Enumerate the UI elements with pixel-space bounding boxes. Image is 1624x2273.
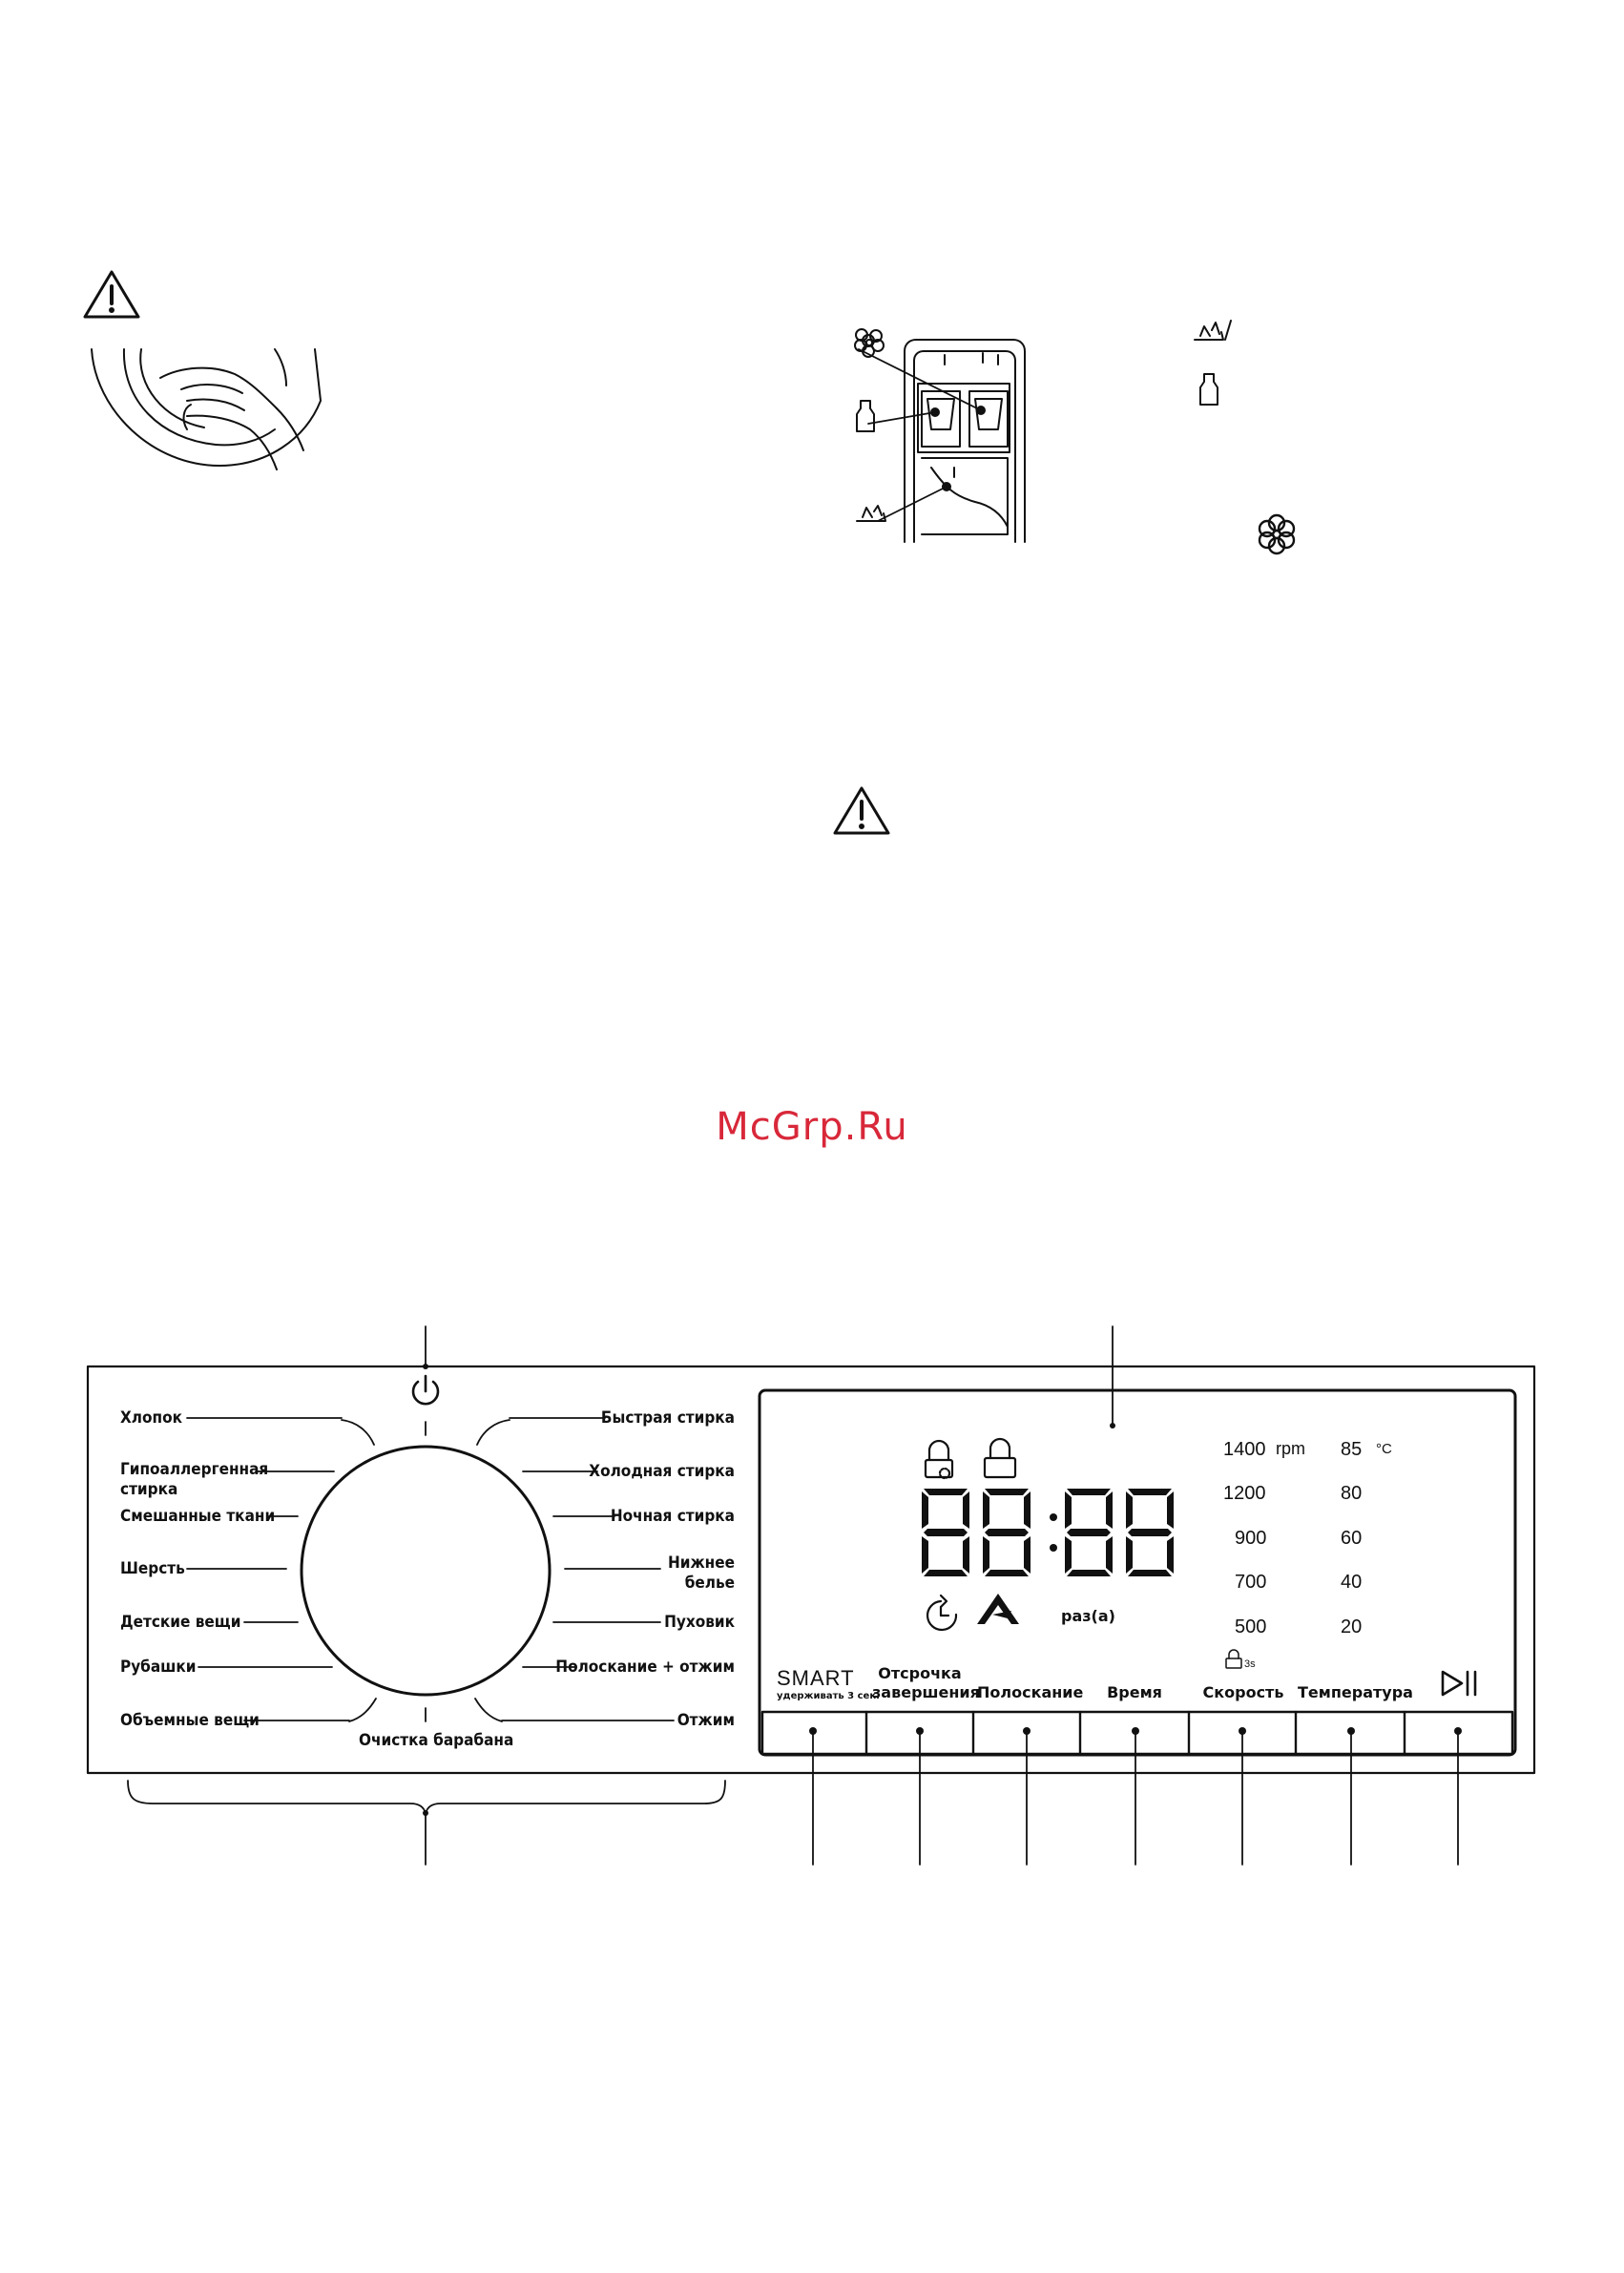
child-lock-small-icon [1225,1649,1242,1669]
seven-segment-digit [922,1489,969,1576]
temperature-value: 40 [1341,1572,1363,1593]
bottle-icon [856,400,875,432]
delay-label: Отсрочка [878,1664,962,1682]
speed-value: 900 [1235,1528,1267,1549]
watermark: McGrp.Ru [716,1105,908,1149]
seven-segment-digit [1065,1489,1113,1576]
speed-value: 500 [1235,1616,1267,1637]
smart-button[interactable] [763,1714,865,1754]
smart-sub-label: удерживать 3 сек. [777,1691,880,1701]
warning-icon [83,270,140,319]
powder-icon [1194,320,1232,341]
temperature-value: 60 [1341,1528,1363,1549]
flower-icon [854,328,885,358]
seven-segment-digit [983,1489,1031,1576]
auto-dose-icon [977,1594,1019,1624]
time-label: Время [1107,1683,1162,1701]
seven-segment-digit [1126,1489,1174,1576]
program-dial [300,1445,552,1697]
temperature-value: 85 [1341,1439,1363,1460]
temperature-label: Температура [1298,1683,1413,1701]
child-lock-icon [924,1439,954,1480]
powder-icon [856,505,886,522]
program-label: Шерсть [120,1559,185,1578]
delay-label-line2: завершения [872,1683,980,1701]
program-label: Холодная стирка [589,1462,735,1481]
program-label: Ночная стирка [610,1507,735,1526]
program-label: Быстрая стирка [600,1408,735,1428]
smart-label: SMART [777,1666,855,1690]
time-display [922,1489,1174,1576]
drum-door-illustration [91,348,322,470]
program-label-line2: белье [684,1574,735,1593]
rinse-label: Полоскание [977,1683,1084,1701]
program-label: Пуховик [664,1613,735,1632]
door-lock-icon [983,1437,1017,1479]
program-label: Объемные вещи [120,1711,260,1730]
program-label: Гипоаллергенная [120,1460,269,1479]
temperature-button[interactable] [1297,1714,1404,1754]
rinse-count-unit: раз(а) [1061,1607,1115,1625]
program-label: Детские вещи [120,1613,241,1632]
clock-icon [926,1594,958,1632]
bottle-icon [1199,373,1218,406]
temperature-value: 80 [1341,1483,1363,1504]
speed-value: 1400 [1223,1439,1266,1460]
temperature-value: 20 [1341,1616,1363,1637]
lock-hold-hint: 3s [1244,1658,1256,1670]
delay-end-button[interactable] [867,1714,972,1754]
program-label: Отжим [677,1711,735,1730]
time-button[interactable] [1081,1714,1188,1754]
power-icon [411,1374,440,1406]
start-pause-button[interactable] [1405,1714,1511,1754]
flower-icon [1258,513,1296,555]
program-label: Очистка барабана [359,1731,514,1750]
speed-value: 1200 [1223,1483,1266,1504]
speed-button[interactable] [1190,1714,1295,1754]
speed-value: 700 [1235,1572,1267,1593]
detergent-drawer-illustration [858,339,1026,543]
program-label: Полоскание + отжим [555,1658,735,1677]
program-label: Хлопок [120,1408,182,1428]
speed-label: Скорость [1202,1683,1284,1701]
speed-unit: rpm [1276,1439,1305,1458]
play-pause-icon [1441,1670,1477,1697]
temperature-unit: °C [1376,1441,1392,1457]
program-label-line2: стирка [120,1480,178,1499]
control-button-row [760,1710,1514,1756]
rinse-button[interactable] [974,1714,1079,1754]
program-label: Рубашки [120,1658,197,1677]
program-label: Смешанные ткани [120,1507,276,1526]
program-label: Нижнее [667,1554,735,1573]
warning-icon [833,786,890,835]
